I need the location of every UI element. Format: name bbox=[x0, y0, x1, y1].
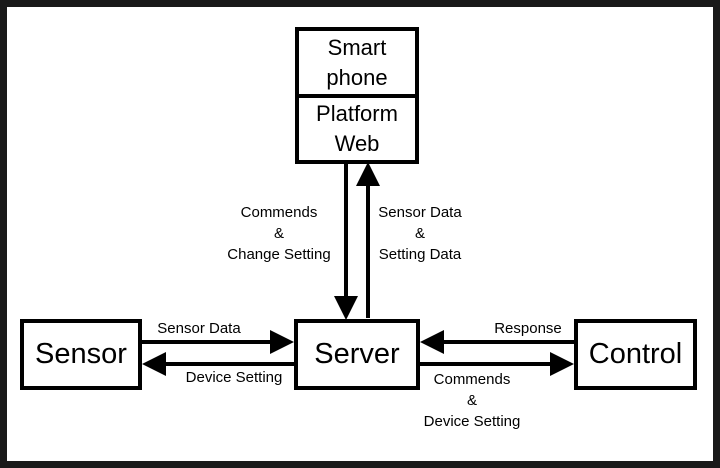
label-ampersand: & bbox=[466, 392, 477, 409]
label-server-to-platform: Sensor Data & Setting Data bbox=[372, 202, 468, 265]
label-sensor-to-server: Sensor Data bbox=[157, 320, 241, 337]
smartphone-node: Smart phone bbox=[295, 27, 419, 98]
label-sensor-data: Sensor Data bbox=[378, 204, 462, 221]
label-server-to-control: Commends & Device Setting bbox=[416, 369, 528, 432]
label-server-to-sensor: Device Setting bbox=[185, 369, 283, 386]
label-control-to-server: Response bbox=[494, 320, 562, 337]
smartphone-line1: Smart bbox=[327, 34, 387, 60]
smartphone-line2: phone bbox=[326, 64, 388, 90]
control-label: Control bbox=[588, 338, 683, 370]
label-commends: Commends bbox=[433, 371, 511, 388]
label-ampersand: & bbox=[273, 225, 284, 242]
label-device-setting: Device Setting bbox=[423, 413, 521, 430]
label-change-setting: Change Setting bbox=[227, 246, 331, 263]
server-node: Server bbox=[294, 319, 420, 390]
sensor-label: Sensor bbox=[35, 338, 127, 370]
platform-line2: Web bbox=[334, 131, 380, 156]
label-setting-data: Setting Data bbox=[378, 246, 462, 263]
label-commends: Commends bbox=[240, 204, 318, 221]
sensor-node: Sensor bbox=[20, 319, 142, 390]
platform-web-node: Platform Web bbox=[295, 94, 419, 164]
label-platform-to-server: Commends & Change Setting bbox=[216, 202, 342, 265]
platform-line1: Platform bbox=[316, 101, 398, 126]
label-ampersand: & bbox=[414, 225, 425, 242]
server-label: Server bbox=[314, 338, 400, 370]
control-node: Control bbox=[574, 319, 697, 390]
